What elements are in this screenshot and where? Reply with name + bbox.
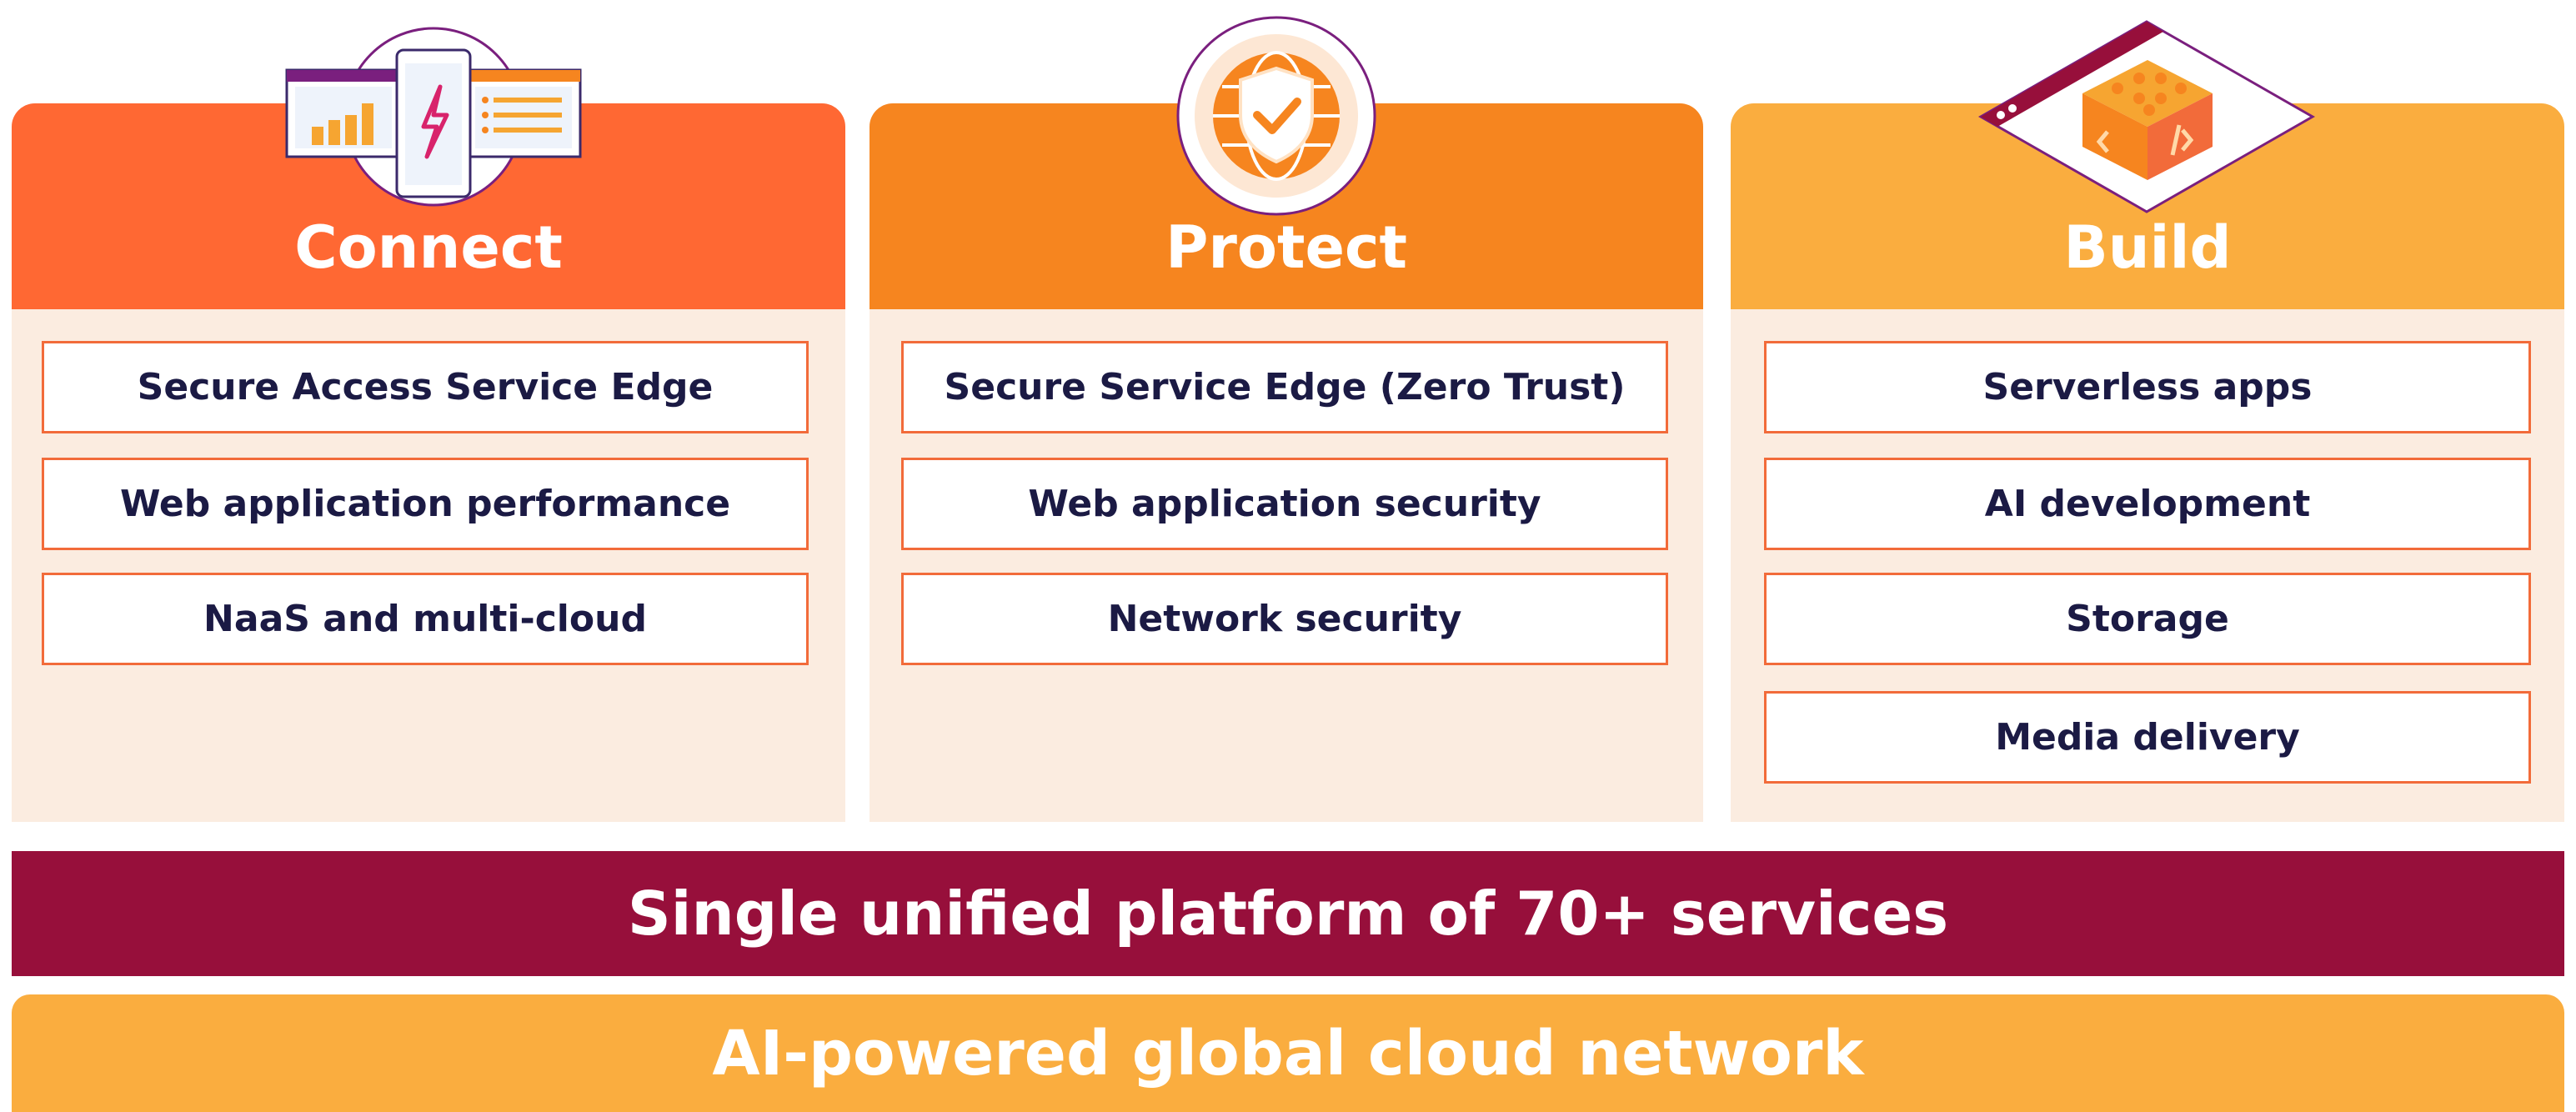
build-item-storage: Storage (1764, 573, 2531, 665)
connect-item-sase: Secure Access Service Edge (42, 341, 809, 433)
build-item-serverless: Serverless apps (1764, 341, 2531, 433)
connect-column: Connect Secure Access Service Edge Web a… (12, 103, 845, 822)
protect-title: Protect (1165, 213, 1407, 282)
connect-item-web-performance: Web application performance (42, 458, 809, 550)
protect-item-sse: Secure Service Edge (Zero Trust) (901, 341, 1668, 433)
build-item-media-delivery: Media delivery (1764, 691, 2531, 784)
build-item-ai-development: AI development (1764, 458, 2531, 550)
code-block-icon (1977, 20, 2316, 213)
network-banner: AI-powered global cloud network (12, 994, 2564, 1112)
platform-banner: Single unified platform of 70+ services (12, 851, 2564, 976)
devices-icon (285, 27, 582, 207)
build-title: Build (2063, 213, 2232, 282)
protect-item-network-security: Network security (901, 573, 1668, 665)
connect-title: Connect (294, 213, 563, 282)
shield-globe-icon (1176, 16, 1376, 216)
protect-item-web-security: Web application security (901, 458, 1668, 550)
connect-item-naas: NaaS and multi-cloud (42, 573, 809, 665)
protect-column: Protect Secure Service Edge (Zero Trust)… (870, 103, 1703, 822)
